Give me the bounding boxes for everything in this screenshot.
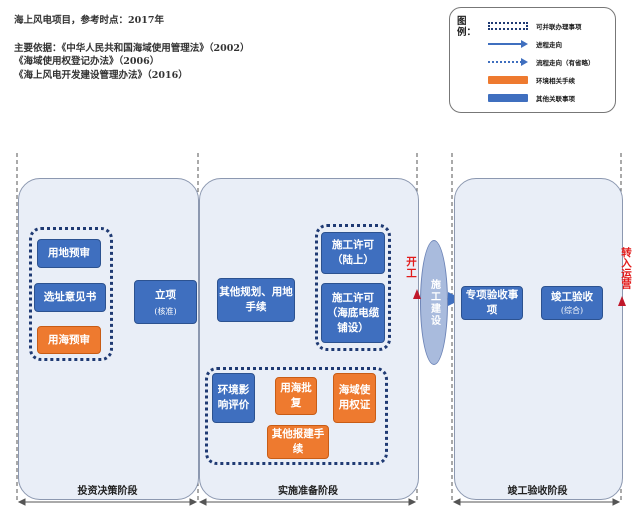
construction-permit-land-box[interactable]: 施工许可（陆上）: [321, 232, 385, 274]
legend: 图例： 可并联办理事项 进程走向 流程走向（有省略） 环境相关手续 其他关联事项: [449, 7, 616, 113]
stage-label-preparation: 实施准备阶段: [278, 486, 338, 497]
operation-label: 转入运营: [620, 247, 632, 289]
blue-swatch-icon: [488, 94, 528, 102]
parallel-group-environment: [205, 367, 388, 465]
special-acceptance-box[interactable]: 专项验收事项: [461, 286, 523, 320]
legend-item: 其他关联事项: [488, 93, 575, 103]
construction-permit-sea-box[interactable]: 施工许可（海底电缆铺设）: [321, 283, 385, 343]
other-planning-box[interactable]: 其他规划、用地手续: [217, 278, 295, 322]
arrow-swatch-icon: [488, 40, 528, 48]
stage-label-acceptance: 竣工验收阶段: [507, 486, 568, 497]
basis-line-3: 《海上风电开发建设管理办法》（2016）: [14, 69, 188, 81]
header-notes: 海上风电项目，参考时点：2017年 主要依据：《中华人民共和国海域使用管理法》（…: [14, 14, 249, 82]
legend-item: 进程走向: [488, 39, 562, 49]
stage-panel-acceptance: [454, 178, 623, 500]
dotted-box-swatch-icon: [488, 22, 528, 30]
sea-right-certificate-box[interactable]: 海域使用权证: [333, 373, 376, 423]
legend-item: 环境相关手续: [488, 75, 575, 85]
construction-label: 施工建设: [428, 278, 440, 327]
legend-item: 流程走向（有省略）: [488, 57, 595, 67]
start-work-marker-icon: [413, 289, 421, 299]
basis-line-2: 《海域使用权登记办法》（2006）: [14, 56, 160, 67]
completion-acceptance-box[interactable]: 竣工验收 (综合): [541, 286, 603, 320]
orange-swatch-icon: [488, 76, 528, 84]
start-work-label: 开工: [405, 256, 417, 279]
env-assessment-box[interactable]: 环境影响评价: [212, 373, 255, 423]
other-reporting-box[interactable]: 其他报建手续: [267, 425, 329, 459]
construction-ellipse[interactable]: 施工建设: [420, 240, 448, 365]
parallel-group-permits: [315, 224, 391, 351]
dotted-arrow-swatch-icon: [488, 58, 528, 66]
operation-marker-icon: [618, 296, 626, 306]
sea-use-approval-box[interactable]: 用海批复: [275, 377, 317, 415]
legend-item: 可并联办理事项: [488, 21, 582, 31]
land-pre-review-box[interactable]: 用地预审: [37, 239, 101, 268]
legend-title: 图例：: [457, 16, 477, 38]
project-approval-box[interactable]: 立项 (核准): [134, 280, 197, 324]
page-title: 海上风电项目，参考时点：2017年: [14, 15, 164, 26]
site-selection-box[interactable]: 选址意见书: [34, 283, 106, 312]
basis-line-1: 主要依据：《中华人民共和国海域使用管理法》（2002）: [14, 42, 250, 54]
sea-pre-review-box[interactable]: 用海预审: [37, 326, 101, 354]
stage-label-investment: 投资决策阶段: [77, 486, 138, 497]
stage-range-arrows: [17, 498, 621, 506]
parallel-group-stage1: [29, 227, 113, 361]
